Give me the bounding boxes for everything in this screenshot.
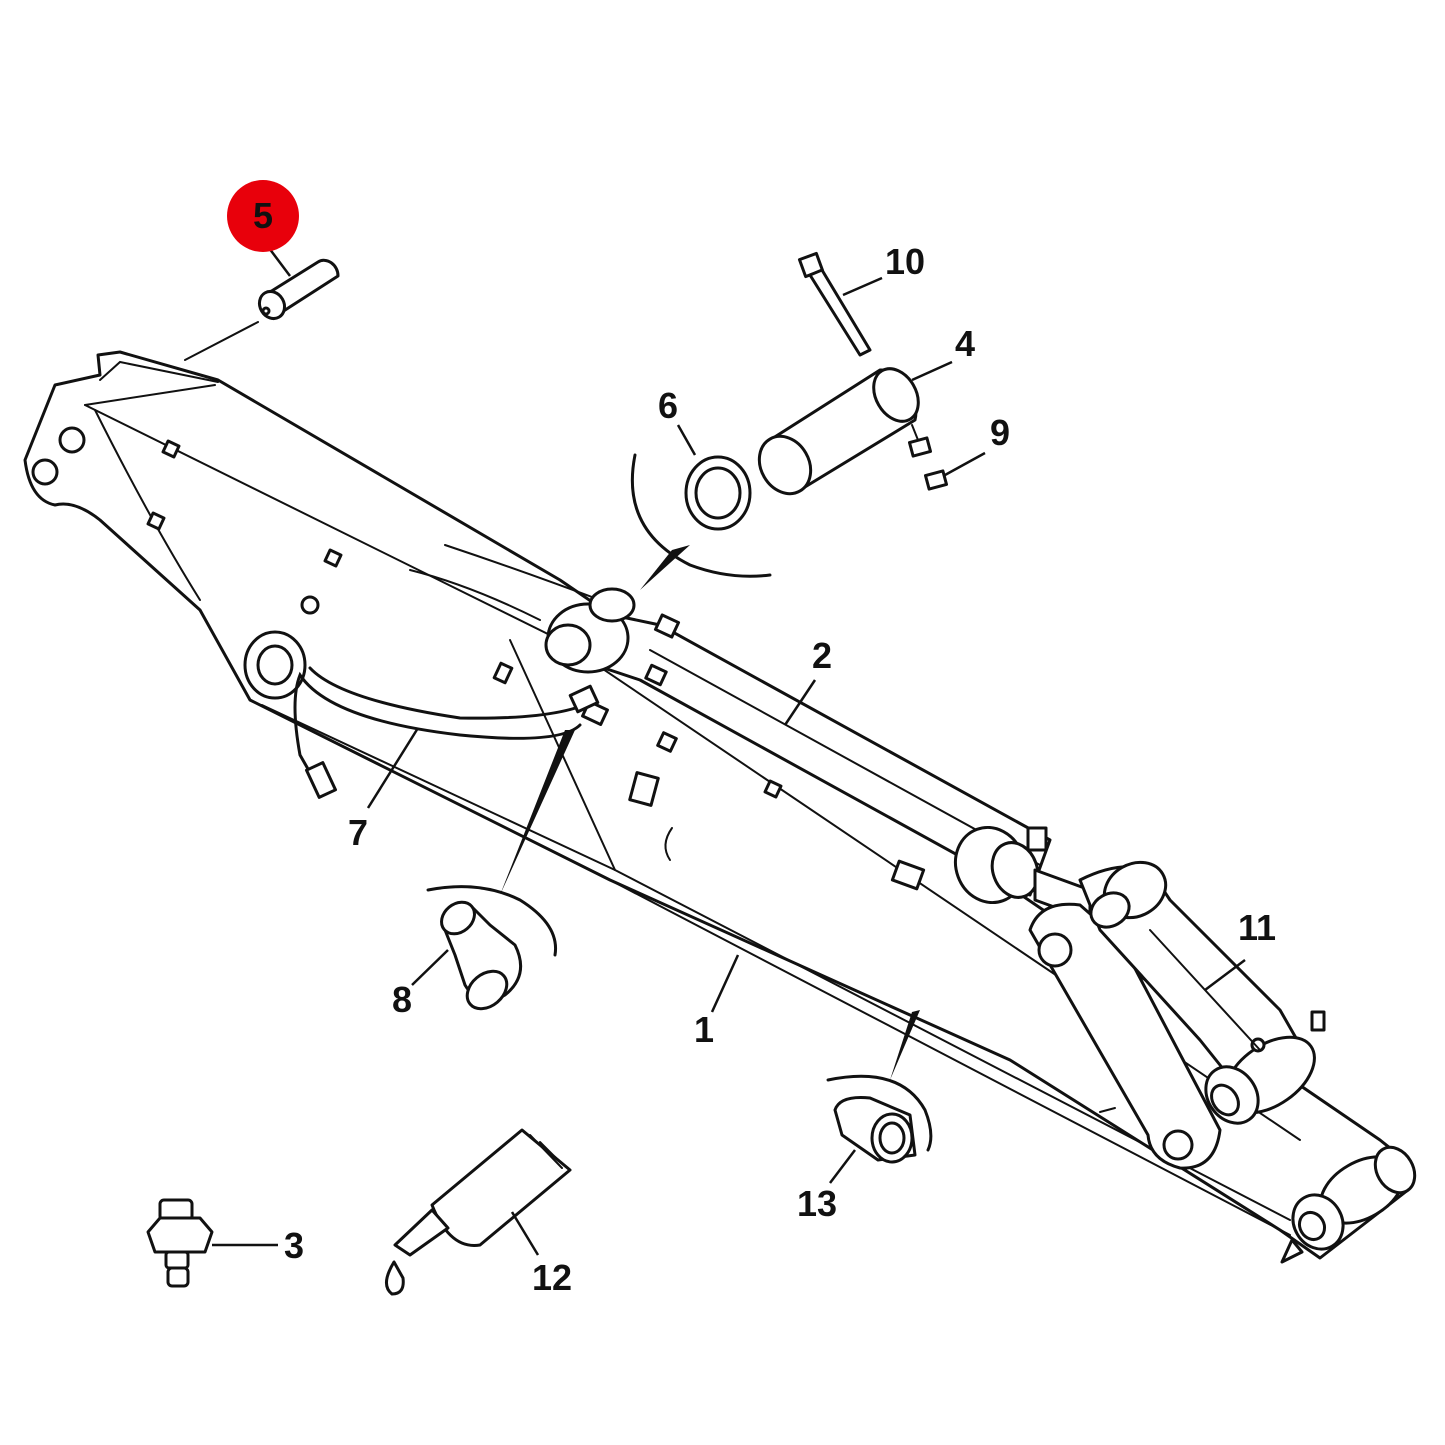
detail-pointer-8 — [500, 730, 575, 895]
callout-13[interactable]: 13 — [797, 1183, 837, 1224]
callout-8[interactable]: 8 — [392, 979, 412, 1020]
hydraulic-cylinder[interactable] — [544, 587, 1092, 922]
callout-5[interactable]: 5 — [253, 195, 273, 236]
callout-12[interactable]: 12 — [532, 1257, 572, 1298]
leader-2 — [783, 679, 817, 726]
callout-11[interactable]: 11 — [1238, 907, 1276, 948]
leader-4 — [911, 360, 953, 382]
callout-10[interactable]: 10 — [885, 241, 925, 282]
leader-7 — [366, 727, 420, 809]
callout-9[interactable]: 9 — [990, 412, 1010, 453]
callout-6[interactable]: 6 — [658, 385, 678, 426]
bushing-part-13[interactable] — [833, 1096, 917, 1164]
detail-pointer-13 — [890, 1010, 920, 1080]
grease-fitting-part-3[interactable] — [146, 1198, 214, 1288]
callout-1[interactable]: 1 — [694, 1009, 714, 1050]
callout-4[interactable]: 4 — [955, 323, 975, 364]
compound-tube-part-12[interactable] — [385, 1128, 572, 1296]
bolt-part-10[interactable] — [797, 251, 872, 357]
nuts-part-9[interactable] — [907, 424, 949, 491]
leader-11 — [1204, 959, 1246, 991]
leader-8 — [411, 949, 449, 986]
bucket-linkage[interactable] — [1028, 851, 1328, 1170]
detail-pointer-6 — [640, 545, 690, 590]
callout-7[interactable]: 7 — [348, 812, 368, 853]
leader-10 — [842, 276, 883, 297]
pin-part-4[interactable] — [749, 361, 927, 503]
leader-9 — [944, 451, 986, 477]
detail-arc-8 — [426, 885, 558, 957]
callout-2[interactable]: 2 — [812, 635, 832, 676]
washer-part-6[interactable] — [684, 455, 752, 531]
detail-arc-6 — [630, 453, 772, 578]
pin-part-5[interactable] — [255, 258, 340, 323]
leader-6 — [676, 424, 697, 456]
hydraulic-hose[interactable] — [293, 666, 600, 799]
leader-13 — [829, 1149, 856, 1184]
part-5-leader-line — [184, 321, 259, 361]
detail-arc-13 — [826, 1074, 933, 1152]
callout-3[interactable]: 3 — [284, 1225, 304, 1266]
leader-1 — [710, 954, 740, 1013]
leader-12 — [510, 1211, 540, 1256]
highlight-marker-5 — [227, 180, 299, 252]
elbow-fitting-part-8[interactable] — [435, 896, 523, 1017]
